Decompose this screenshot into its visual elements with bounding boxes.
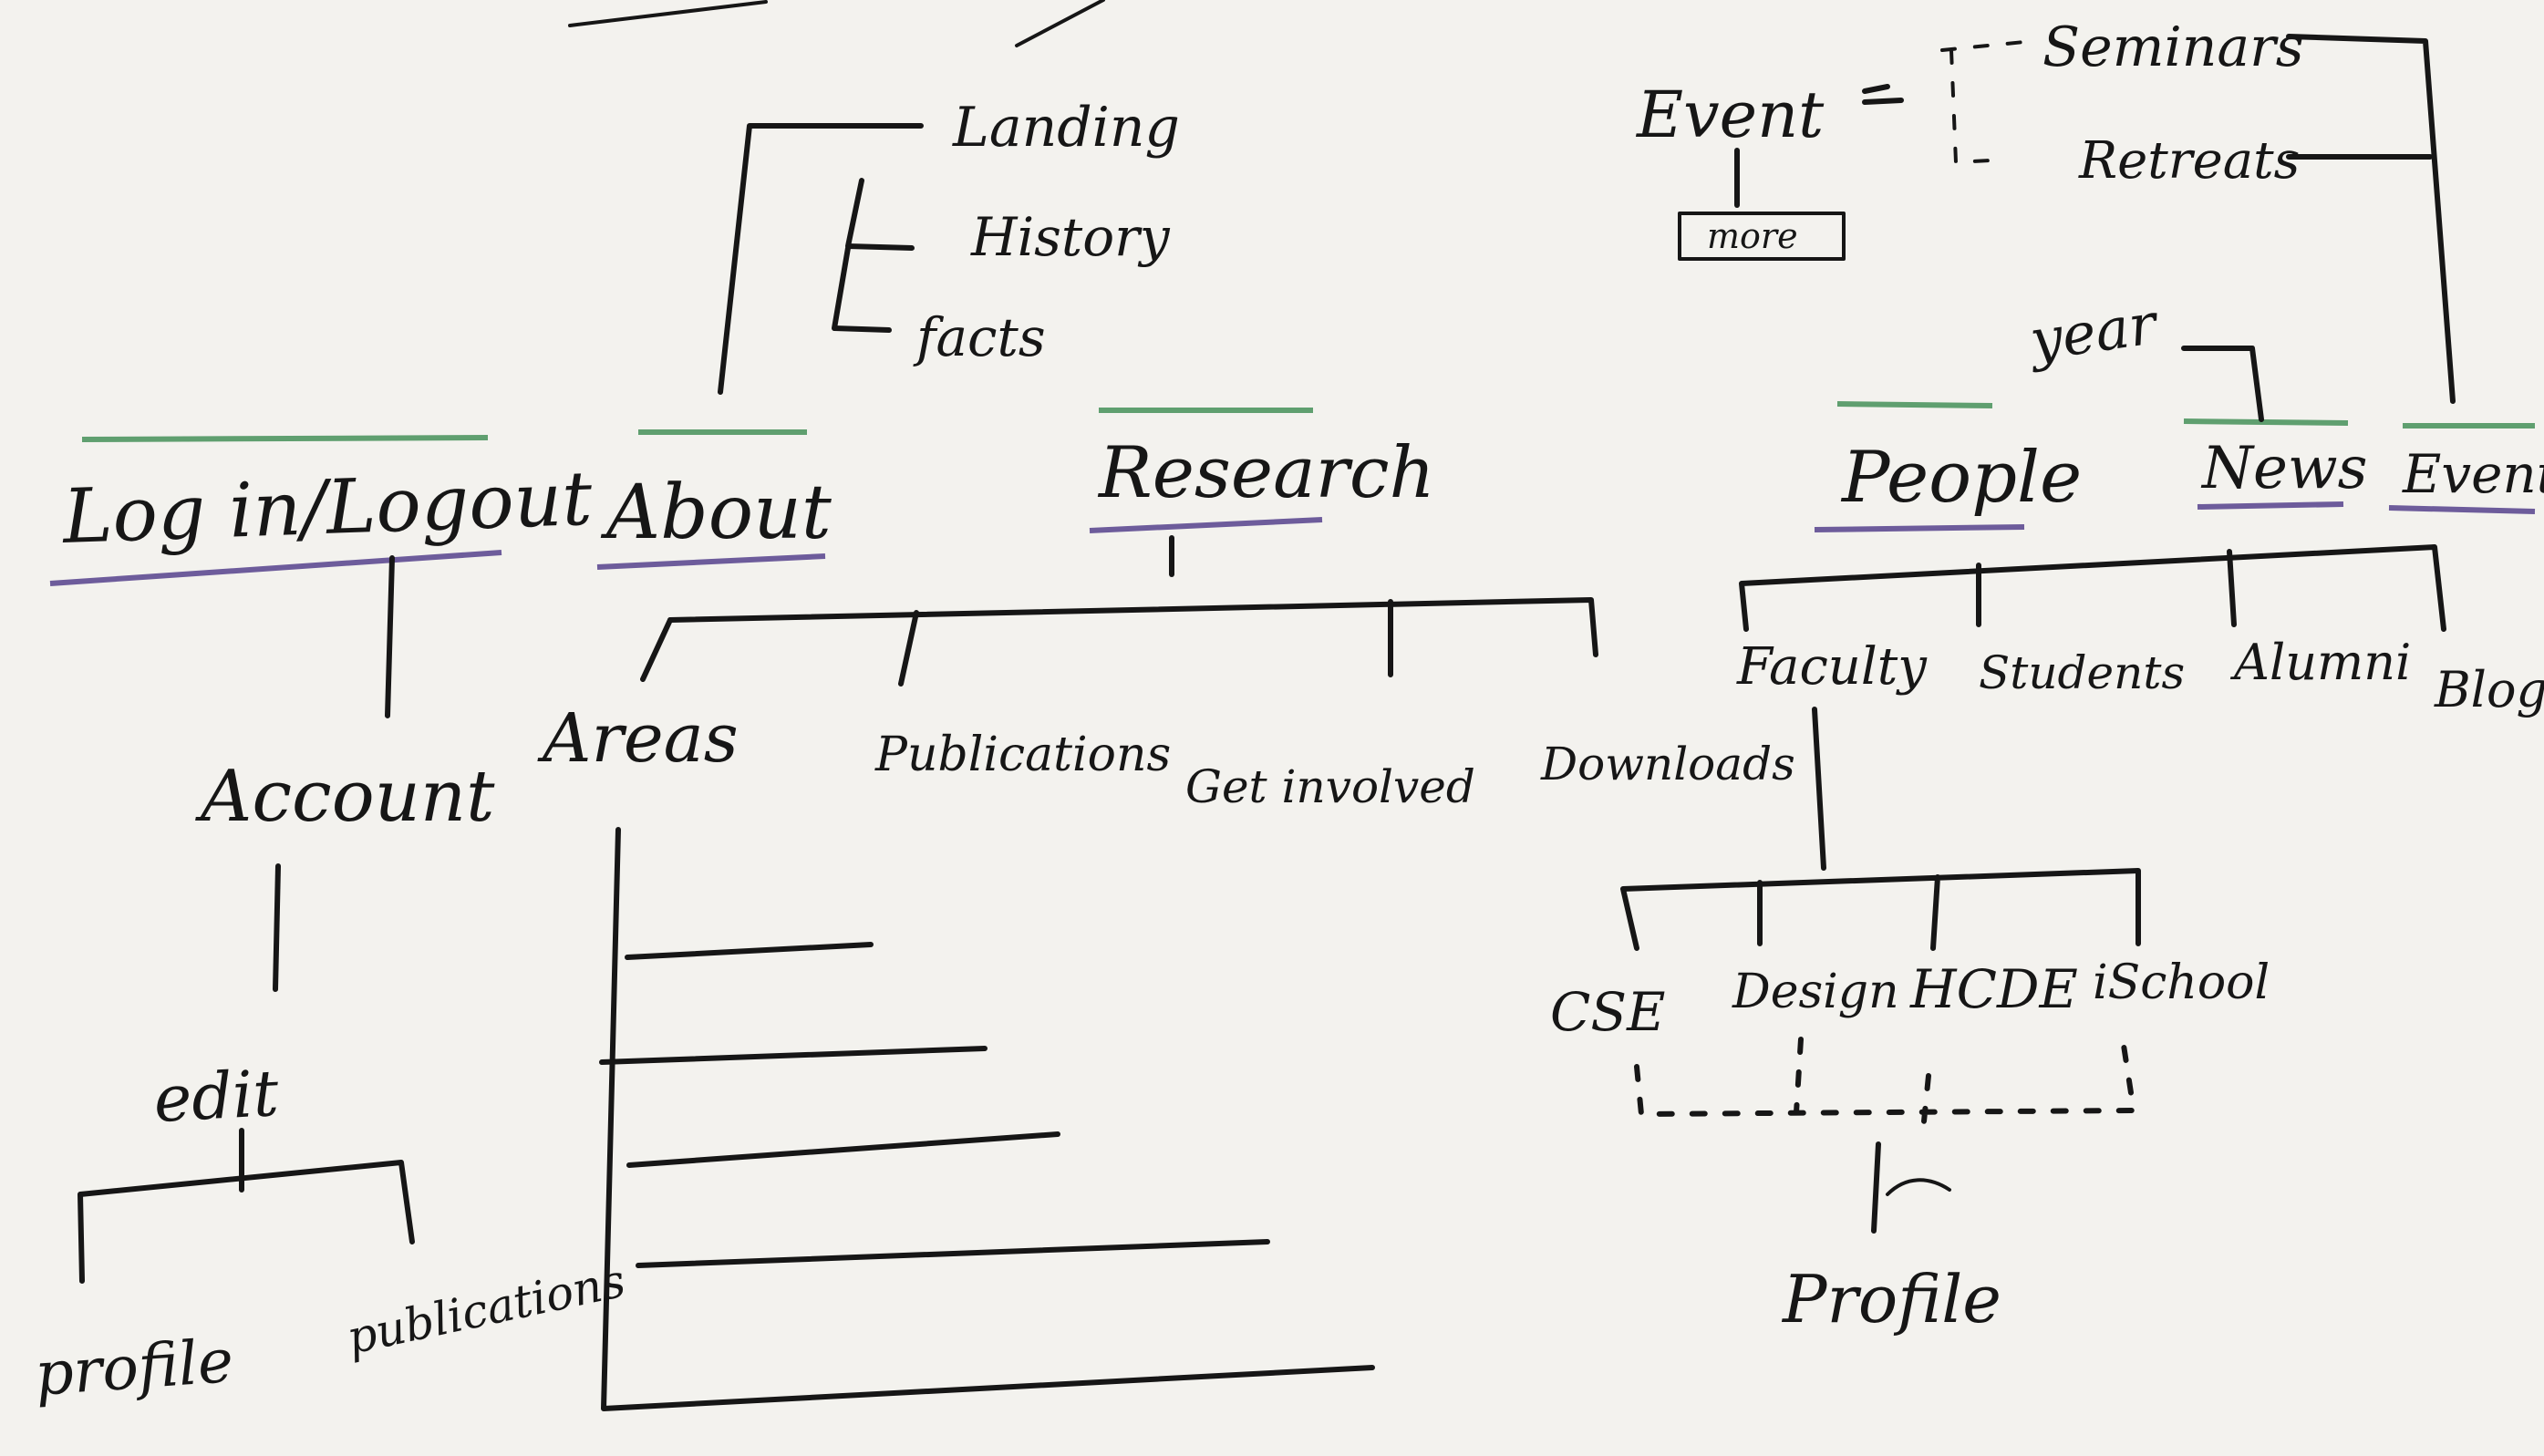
dept-hcde-label: HCDE <box>1909 958 2078 1020</box>
events-event-label: Event <box>1635 77 1825 152</box>
nav-events[interactable]: Events <box>2402 443 2544 505</box>
depts-bracket <box>1620 868 2141 951</box>
faculty-to-depts-line <box>1812 707 1826 871</box>
about-subtree-bracket <box>832 178 915 333</box>
profile-label: profile <box>33 1326 236 1410</box>
edit-label: edit <box>152 1056 282 1137</box>
research-areas-label: Areas <box>537 699 739 778</box>
people-child-ticks <box>1976 549 2237 627</box>
nav-login-logout[interactable]: Log in/Logout <box>59 456 594 561</box>
account-label: Account <box>195 756 495 838</box>
news-year-label: year <box>2023 290 2163 374</box>
about-history-label: History <box>970 206 1171 268</box>
nav-accent-lines <box>49 401 2536 586</box>
research-get-involved-label: Get involved <box>1185 760 1475 813</box>
people-profile-label: Profile <box>1781 1261 2001 1337</box>
research-branch <box>599 535 1598 1411</box>
areas-list-spine <box>601 827 1375 1411</box>
event-to-options-link <box>1862 84 1904 105</box>
people-branch <box>1620 544 2446 1234</box>
nav-about[interactable]: About <box>600 470 832 556</box>
account-to-edit-line <box>273 863 281 992</box>
accent-bar-people <box>1836 401 1993 408</box>
underline-events <box>2388 505 2536 514</box>
events-more-label: more <box>1707 216 1798 256</box>
research-children-bar <box>667 597 1598 657</box>
news-events-branch <box>1678 34 2456 422</box>
more-box <box>1678 212 1846 261</box>
underline-people <box>1814 524 2025 532</box>
areas-list-lines <box>599 942 1270 1268</box>
nav-labels: Log in/Logout About Research People News… <box>59 432 2544 561</box>
account-publications-label: publications <box>342 1255 629 1365</box>
event-options-dashed <box>1940 39 2035 164</box>
underline-login <box>49 550 502 586</box>
about-branch <box>718 123 924 395</box>
research-downloads-label: Downloads <box>1540 738 1795 790</box>
edit-subtree-bracket <box>78 1128 415 1284</box>
year-to-news-bracket <box>2181 346 2264 422</box>
dept-design-label: Design <box>1732 965 1899 1019</box>
people-students-label: Students <box>1979 646 2185 699</box>
nav-people[interactable]: People <box>1840 437 2082 519</box>
profile-loop-mark <box>1886 1178 1951 1196</box>
about-facts-label: facts <box>913 306 1046 368</box>
events-bracket <box>2286 34 2456 404</box>
accent-bar-login <box>81 435 489 442</box>
people-faculty-label: Faculty <box>1736 637 1928 697</box>
nav-news[interactable]: News <box>2200 435 2368 502</box>
depts-to-profile-dashed <box>1634 1037 2136 1124</box>
people-children-bar <box>1739 544 2446 632</box>
stray-stroke-right <box>1015 0 1105 47</box>
stray-stroke-left <box>568 0 768 27</box>
research-publications-label: Publications <box>874 728 1171 782</box>
underline-about <box>596 553 826 570</box>
events-seminars-label: Seminars <box>2042 15 2304 79</box>
underline-news <box>2197 501 2344 510</box>
dept-ischool-label: iSchool <box>2093 955 2270 1010</box>
login-branch <box>78 555 415 1284</box>
research-child-ticks <box>640 599 1393 687</box>
dept-cse-label: CSE <box>1550 981 1665 1043</box>
nav-research[interactable]: Research <box>1097 432 1435 514</box>
about-connector <box>718 123 924 395</box>
events-retreats-label: Retreats <box>2078 131 2300 191</box>
people-blog-label: Blog <box>2434 661 2544 718</box>
accent-bar-news <box>2183 418 2349 426</box>
about-landing-label: Landing <box>952 96 1180 160</box>
profile-stem <box>1871 1141 1881 1234</box>
people-alumni-label: Alumni <box>2229 634 2411 691</box>
login-to-account-line <box>385 555 395 718</box>
underline-research <box>1089 517 1323 533</box>
